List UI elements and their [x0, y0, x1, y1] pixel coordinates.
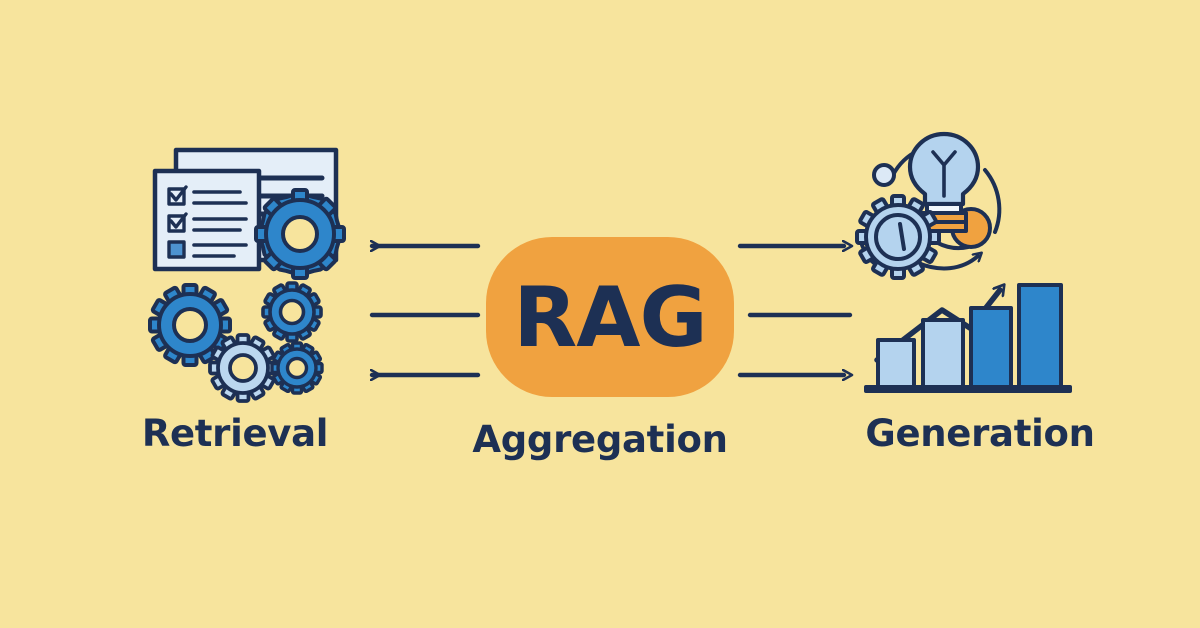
document-gear-icon [254, 188, 346, 280]
bar-1 [876, 338, 916, 390]
gear-large-icon [148, 283, 232, 367]
bar-4 [1017, 283, 1063, 390]
lightbulb-gear-idea-icon [855, 131, 1002, 280]
gear-cluster-icon [148, 281, 324, 403]
center-node-rag[interactable] [486, 237, 734, 397]
documents-checklist-gear-icon [152, 147, 346, 280]
chart-baseline [864, 385, 1072, 393]
bar-chart-growth-icon [864, 283, 1072, 393]
orbit-arc-right-icon [983, 168, 1002, 234]
node-label-generation: Generation [865, 412, 1095, 455]
bar-2 [921, 318, 965, 390]
gear-light-icon [208, 333, 278, 403]
check-mark-icon [169, 185, 188, 202]
node-label-retrieval: Retrieval [141, 412, 329, 455]
center-node-shape [486, 237, 734, 397]
gear-medium-icon [261, 281, 323, 343]
check-mark-icon [169, 212, 188, 229]
connectors-right [737, 246, 850, 375]
checkbox-icon [167, 214, 186, 233]
gear-small-icon [270, 341, 324, 395]
bar-3 [969, 306, 1013, 390]
node-label-aggregation: Aggregation [472, 418, 728, 461]
idea-gear-clock-icon [855, 194, 941, 280]
checkbox-icon [167, 187, 186, 206]
orbit-dot-icon [872, 163, 896, 187]
lightbulb-icon [907, 131, 981, 233]
orbit-arc-bottom-arrow-icon [916, 256, 978, 271]
clock-hand-icon [898, 222, 906, 251]
checkbox-filled-icon [167, 240, 186, 259]
connectors-left [369, 246, 481, 375]
lightbulb-filament-icon [931, 150, 957, 198]
